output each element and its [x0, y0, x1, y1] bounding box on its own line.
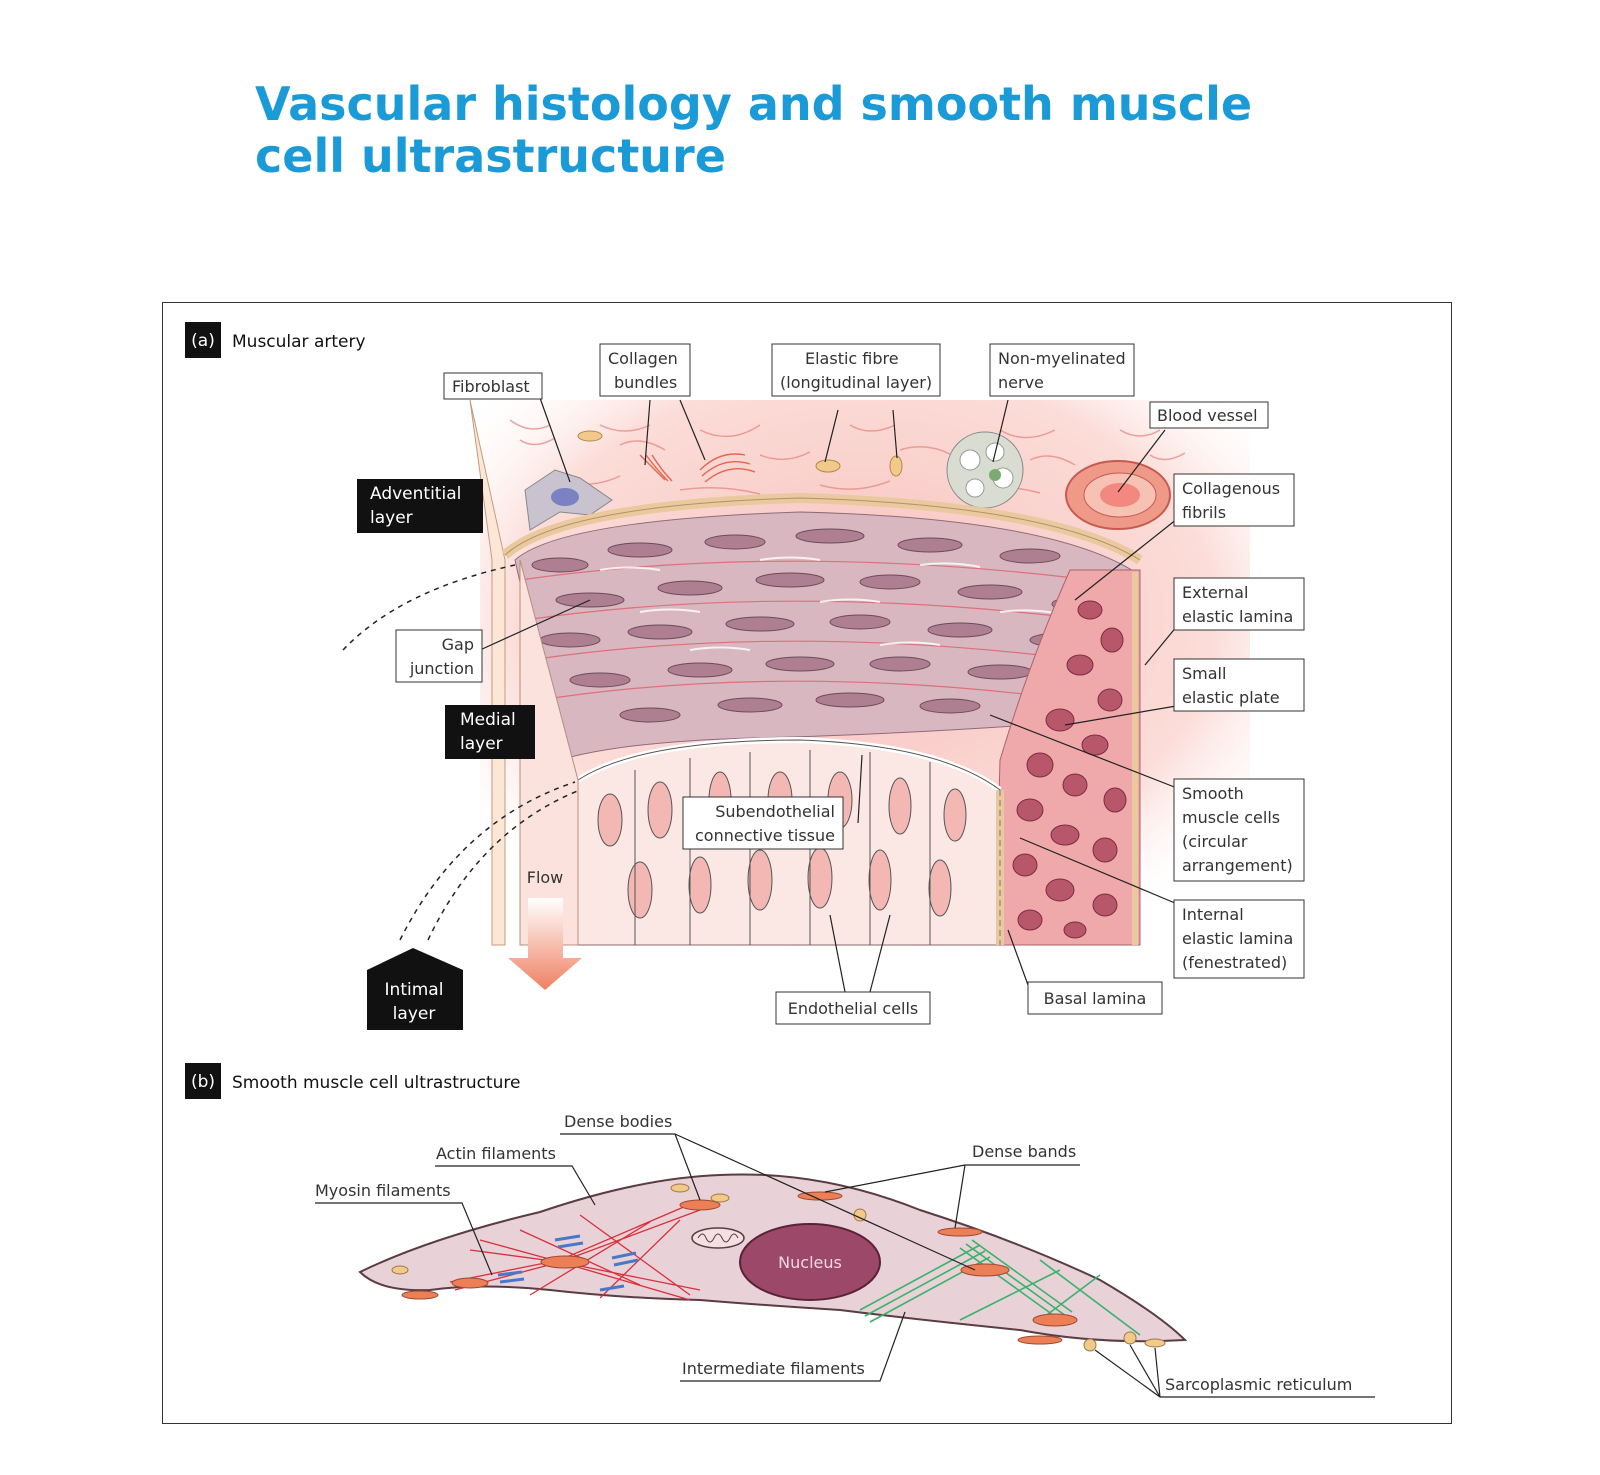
label-smooth-muscle-cells: Smooth muscle cells (circular arrangemen…: [1173, 778, 1305, 882]
svg-text:Basal lamina: Basal lamina: [1044, 989, 1147, 1008]
medial-layer-tag: Medial layer: [445, 705, 535, 759]
label-internal-elastic-lamina: Internal elastic lamina (fenestrated): [1173, 899, 1305, 979]
svg-text:Smooth: Smooth: [1182, 784, 1244, 803]
label-collagenous-fibrils: Collagenous fibrils: [1173, 473, 1295, 527]
elastic-fibre-mark: [889, 455, 903, 477]
svg-text:External: External: [1182, 583, 1248, 602]
panel-b-letter: (b): [191, 1072, 215, 1092]
svg-text:arrangement): arrangement): [1182, 856, 1293, 875]
panel-b-letter-box: [185, 1063, 221, 1099]
label-small-elastic-plate: Small elastic plate: [1173, 658, 1305, 712]
svg-text:layer: layer: [460, 734, 503, 754]
svg-text:Medial: Medial: [460, 710, 516, 730]
svg-text:fibrils: fibrils: [1182, 503, 1226, 522]
smooth-muscle-cells: [519, 528, 1131, 723]
label-nerve: Non-myelinated nerve: [989, 343, 1135, 397]
svg-text:Blood vessel: Blood vessel: [1157, 406, 1258, 425]
flow-label: Flow: [527, 868, 564, 887]
panel-b-heading: Smooth muscle cell ultrastructure: [232, 1073, 521, 1093]
svg-text:Gap: Gap: [442, 635, 474, 654]
page-title: Vascular histology and smooth muscle cel…: [255, 77, 1253, 183]
sarcoplasmic-reticulum: [391, 1183, 1166, 1352]
label-basal-lamina: Basal lamina: [1027, 981, 1163, 1015]
svg-text:Internal: Internal: [1182, 905, 1244, 924]
svg-text:elastic lamina: elastic lamina: [1182, 607, 1293, 626]
layer-pointer-curves: [342, 564, 581, 941]
mitochondrion: [691, 1227, 745, 1249]
elastic-fibre-mark: [577, 430, 603, 442]
flow-arrow: Flow: [508, 868, 582, 990]
label-fibroblast: Fibroblast: [443, 372, 543, 400]
label-intermediate-filaments: Intermediate filaments: [682, 1359, 865, 1378]
nucleus: Nucleus: [739, 1223, 881, 1301]
nerve-bundle: [946, 431, 1024, 509]
svg-text:connective tissue: connective tissue: [695, 826, 835, 845]
intermediate-filaments: [859, 1239, 1141, 1336]
external-elastic-lamina-outline: [504, 497, 1141, 561]
svg-text:nerve: nerve: [998, 373, 1044, 392]
svg-text:Adventitial: Adventitial: [370, 484, 461, 504]
svg-text:layer: layer: [370, 508, 413, 528]
smooth-muscle-cell-illustration: Nucleus: [358, 1173, 1188, 1352]
adventitia-edge: [469, 399, 506, 946]
label-collagen-bundles: Collagen bundles: [599, 343, 691, 397]
nucleus-label: Nucleus: [778, 1253, 842, 1272]
svg-text:Collagenous: Collagenous: [1182, 479, 1280, 498]
svg-text:Small: Small: [1182, 664, 1226, 683]
cut-face-cells: [1012, 600, 1127, 939]
panel-b-header: (b) Smooth muscle cell ultrastructure: [185, 1063, 521, 1099]
panel-b-leader-lines: [315, 1133, 1375, 1398]
figure-frame: [162, 302, 1452, 1424]
adventitial-layer-tag: Adventitial layer: [357, 479, 483, 533]
svg-text:Non-myelinated: Non-myelinated: [998, 349, 1126, 368]
svg-text:Endothelial cells: Endothelial cells: [788, 999, 919, 1018]
myosin-filaments: [497, 1234, 639, 1292]
svg-text:Intimal: Intimal: [385, 980, 444, 1000]
elastic-fibre-mark: [815, 459, 841, 473]
label-elastic-fibre: Elastic fibre (longitudinal layer): [771, 343, 941, 397]
svg-text:elastic lamina: elastic lamina: [1182, 929, 1293, 948]
label-blood-vessel: Blood vessel: [1149, 401, 1269, 429]
artery-wall-illustration: [469, 399, 1250, 950]
label-gap-junction: Gap junction: [395, 629, 483, 683]
svg-text:(longitudinal layer): (longitudinal layer): [780, 373, 932, 392]
label-external-elastic-lamina: External elastic lamina: [1173, 577, 1305, 631]
panel-a-letter: (a): [191, 331, 215, 351]
svg-text:(circular: (circular: [1182, 832, 1248, 851]
label-actin-filaments: Actin filaments: [436, 1144, 556, 1163]
panel-a-leader-lines: [479, 397, 1183, 993]
flow-arrow-shape: [508, 898, 582, 990]
svg-text:Fibroblast: Fibroblast: [452, 377, 530, 396]
svg-text:elastic plate: elastic plate: [1182, 688, 1280, 707]
collagen-bundle-marks: [639, 453, 756, 483]
svg-text:bundles: bundles: [614, 373, 677, 392]
panel-a-header: (a) Muscular artery: [185, 322, 366, 358]
label-endothelial-cells: Endothelial cells: [775, 991, 931, 1025]
label-subendothelial: Subendothelial connective tissue: [682, 796, 844, 850]
svg-text:junction: junction: [409, 659, 474, 678]
label-dense-bands: Dense bands: [972, 1142, 1076, 1161]
label-dense-bodies: Dense bodies: [564, 1112, 672, 1131]
svg-text:(fenestrated): (fenestrated): [1182, 953, 1287, 972]
svg-text:Collagen: Collagen: [608, 349, 678, 368]
tunica-media: [514, 511, 1136, 761]
svg-text:layer: layer: [393, 1004, 436, 1024]
panel-a-letter-box: [185, 322, 221, 358]
fibroblast-nucleus: [551, 488, 579, 506]
intimal-layer-tag: Intimal layer: [367, 948, 463, 1030]
adventitia-fibres: [509, 419, 1186, 495]
blood-vessel-cross-section: [1065, 460, 1171, 530]
dense-bands: [401, 1191, 1063, 1345]
label-sarcoplasmic-reticulum: Sarcoplasmic reticulum: [1165, 1375, 1352, 1394]
svg-text:Subendothelial: Subendothelial: [715, 802, 835, 821]
dense-bodies: [451, 1199, 1078, 1327]
svg-text:muscle cells: muscle cells: [1182, 808, 1280, 827]
label-myosin-filaments: Myosin filaments: [315, 1181, 451, 1200]
panel-a-heading: Muscular artery: [232, 332, 366, 352]
svg-text:Elastic fibre: Elastic fibre: [805, 349, 899, 368]
